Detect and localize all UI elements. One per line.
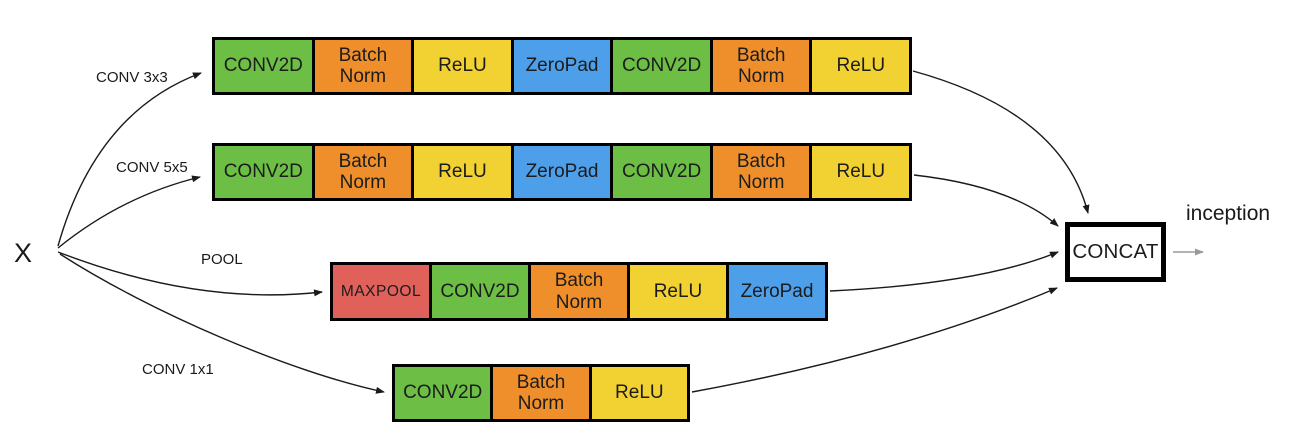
block-label: CONV2D bbox=[223, 161, 303, 183]
block-label: ReLU bbox=[836, 55, 886, 77]
pipeline-conv3x3: CONV2D Batch Norm ReLU ZeroPad CONV2D Ba… bbox=[212, 37, 912, 95]
arrow-input-to-conv5x5 bbox=[57, 175, 201, 249]
branch-label-conv3x3: CONV 3x3 bbox=[96, 69, 168, 86]
block-label: Batch Norm bbox=[554, 270, 604, 313]
block-label: ZeroPad bbox=[740, 280, 814, 302]
block-conv2d: CONV2D bbox=[395, 367, 494, 419]
branch-label-pool: POOL bbox=[201, 251, 243, 268]
block-batch-norm: Batch Norm bbox=[712, 40, 813, 92]
pipeline-pool: MAXPOOL CONV2D Batch Norm ReLU ZeroPad bbox=[330, 262, 828, 321]
concat-node: CONCAT bbox=[1065, 222, 1166, 282]
block-batch-norm: Batch Norm bbox=[493, 367, 592, 419]
arrow-input-to-pool bbox=[57, 251, 323, 297]
block-label: CONV2D bbox=[622, 161, 702, 183]
block-conv2d: CONV2D bbox=[613, 146, 713, 198]
block-relu: ReLU bbox=[414, 146, 514, 198]
block-label: ReLU bbox=[836, 161, 886, 183]
block-relu: ReLU bbox=[591, 367, 687, 419]
block-conv2d: CONV2D bbox=[432, 265, 531, 318]
arrow-input-to-conv1x1 bbox=[59, 253, 385, 394]
block-label: ReLU bbox=[653, 280, 703, 302]
block-relu: ReLU bbox=[812, 146, 910, 198]
pipeline-conv5x5: CONV2D Batch Norm ReLU ZeroPad CONV2D Ba… bbox=[212, 143, 912, 201]
arrow-conv5x5-to-concat bbox=[913, 174, 1059, 227]
block-batch-norm: Batch Norm bbox=[531, 265, 630, 318]
pipeline-conv1x1: CONV2D Batch Norm ReLU bbox=[392, 364, 690, 422]
block-label: Batch Norm bbox=[736, 44, 786, 87]
arrow-conv3x3-to-concat bbox=[912, 70, 1090, 214]
block-relu: ReLU bbox=[414, 40, 514, 92]
branch-label-conv5x5: CONV 5x5 bbox=[116, 159, 188, 176]
block-conv2d: CONV2D bbox=[215, 146, 315, 198]
block-label: ReLU bbox=[438, 161, 487, 183]
arrow-input-to-conv3x3 bbox=[57, 72, 202, 247]
input-node-label: X bbox=[14, 238, 33, 268]
block-label: ReLU bbox=[615, 382, 664, 404]
block-label: CONV2D bbox=[622, 55, 702, 77]
block-zeropad: ZeroPad bbox=[513, 40, 614, 92]
block-label: MAXPOOL bbox=[340, 282, 422, 300]
branch-label-conv1x1: CONV 1x1 bbox=[142, 361, 214, 378]
block-label: ZeroPad bbox=[525, 55, 599, 77]
output-label: inception bbox=[1186, 202, 1271, 225]
block-batch-norm: Batch Norm bbox=[712, 146, 813, 198]
block-label: ZeroPad bbox=[525, 161, 599, 183]
block-label: Batch Norm bbox=[736, 150, 786, 193]
block-conv2d: CONV2D bbox=[613, 40, 713, 92]
block-label: ReLU bbox=[438, 55, 487, 77]
block-label: Batch Norm bbox=[338, 150, 388, 193]
block-label: Batch Norm bbox=[516, 371, 566, 414]
block-label: CONV2D bbox=[223, 55, 303, 77]
block-relu: ReLU bbox=[630, 265, 729, 318]
arrow-pool-to-concat bbox=[829, 251, 1059, 292]
block-conv2d: CONV2D bbox=[215, 40, 315, 92]
block-label: Batch Norm bbox=[338, 44, 388, 87]
block-maxpool: MAXPOOL bbox=[333, 265, 432, 318]
block-label: CONV2D bbox=[403, 382, 483, 404]
block-batch-norm: Batch Norm bbox=[314, 146, 415, 198]
block-relu: ReLU bbox=[812, 40, 910, 92]
block-label: CONV2D bbox=[440, 280, 520, 302]
arrow-conv1x1-to-concat bbox=[691, 287, 1058, 393]
block-zeropad: ZeroPad bbox=[513, 146, 614, 198]
block-batch-norm: Batch Norm bbox=[314, 40, 415, 92]
block-zeropad: ZeroPad bbox=[729, 265, 825, 318]
